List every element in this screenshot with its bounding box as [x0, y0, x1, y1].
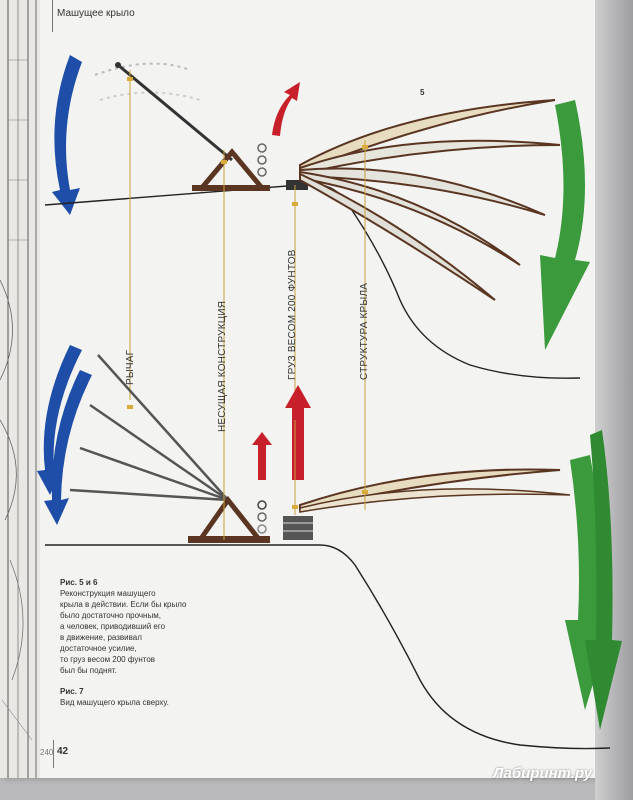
- page-number-small: 240: [40, 748, 54, 757]
- caption-title-fig7: Рис. 7: [60, 687, 84, 696]
- label-wing-structure: СТРУКТУРА КРЫЛА: [359, 282, 370, 380]
- label-lever: РЫЧАГ: [125, 349, 136, 385]
- header-rule: [52, 0, 53, 32]
- green-arrow-top: [540, 100, 590, 350]
- label-support: НЕСУЩАЯ КОНСТРУКЦИЯ: [217, 300, 228, 432]
- caption-line: крыла в действии. Если бы крыло: [60, 600, 187, 609]
- red-arrow-bottom-small: [252, 432, 272, 480]
- lever-top: [117, 63, 233, 162]
- book-page: [0, 0, 610, 778]
- page-header-title: Машущее крыло: [57, 8, 135, 19]
- label-weight: ГРУЗ ВЕСОМ 200 ФУНТОВ: [287, 249, 298, 380]
- caption-line: достаточное усилие,: [60, 644, 137, 653]
- support-frame-top: [198, 148, 264, 192]
- ground-line-bottom: [45, 544, 611, 750]
- footer-rule: [53, 740, 54, 768]
- caption-line: Реконструкция машущего: [60, 589, 156, 598]
- caption-line: а человек, приводивший его: [60, 622, 166, 631]
- support-frame-bottom: [197, 495, 260, 542]
- blue-arrow-top: [52, 55, 82, 215]
- lever-positions-bottom: [69, 354, 229, 502]
- red-arrow-bottom-large: [285, 385, 311, 480]
- wing-fan-top: [299, 99, 561, 301]
- weight-block-bottom: [283, 516, 313, 540]
- caption-line: было достаточно прочным,: [60, 611, 161, 620]
- caption-line: то груз весом 200 фунтов: [60, 655, 156, 664]
- page-number: 42: [57, 746, 69, 757]
- red-arrow-top: [272, 82, 300, 136]
- wing-fan-bottom: [299, 468, 571, 513]
- blue-arrow-bottom-2: [44, 370, 92, 525]
- weight-block-top: [286, 180, 308, 190]
- caption-fig7-text: Вид машущего крыла сверху.: [60, 698, 169, 707]
- caption-line: был бы поднят.: [60, 666, 117, 675]
- caption-line: в движение, развивал: [60, 633, 142, 642]
- green-arrow-bottom-2: [585, 430, 622, 730]
- watermark-logo: Лабиринт.ру: [493, 765, 593, 782]
- figure-caption: Рис. 5 и 6 Реконструкция машущего крыла …: [60, 577, 235, 708]
- previous-page-sketch: [0, 0, 37, 778]
- blue-arrow-bottom-1: [37, 345, 82, 495]
- caption-title-fig56: Рис. 5 и 6: [60, 578, 98, 587]
- binding-sketch: [0, 0, 40, 778]
- figure-number: 5: [420, 88, 425, 97]
